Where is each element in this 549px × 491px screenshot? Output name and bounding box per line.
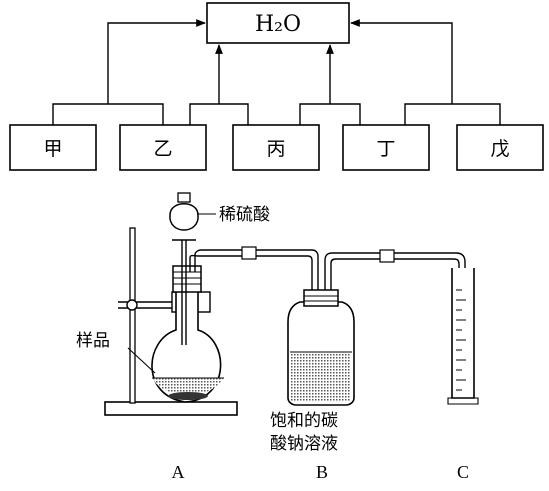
apparatus-a — [104, 192, 319, 416]
sample-solid — [168, 392, 208, 400]
node-wu-label: 戊 — [490, 138, 509, 160]
rubber-joint-2 — [379, 249, 395, 263]
node-jia-label: 甲 — [43, 138, 62, 160]
node-ding-label: 丁 — [376, 138, 395, 160]
clamp-knob — [126, 299, 138, 311]
apparatus-c — [447, 268, 479, 405]
connector-bing-ding — [299, 103, 361, 125]
connector-yi-bing — [189, 103, 249, 125]
node-ding-box — [342, 124, 430, 171]
connector-ding-wu — [404, 103, 501, 125]
node-bing-box — [232, 124, 320, 171]
relation-diagram: H₂O 甲 乙 丙 丁 戊 — [9, 2, 544, 171]
stand-base — [104, 401, 238, 416]
funnel-stem — [181, 240, 187, 345]
sample-label: 样品 — [76, 331, 110, 351]
node-wu-box — [456, 124, 544, 171]
tube-b-to-c-inner — [330, 258, 460, 320]
bottle-stopper — [303, 289, 339, 307]
node-jia-box — [9, 124, 97, 171]
bottle-stopper-lines — [304, 295, 338, 302]
label-c: C — [457, 462, 469, 482]
round-bottom-flask — [151, 289, 222, 403]
flask-liquid — [153, 378, 223, 395]
funnel-label: 稀硫酸 — [219, 205, 270, 225]
stand-rod — [129, 227, 136, 404]
bottle-liquid — [291, 352, 351, 402]
label-a: A — [172, 462, 185, 482]
node-bing-label: 丙 — [266, 138, 285, 160]
sample-label-pointer — [127, 347, 156, 374]
bottle-label-line2: 酸钠溶液 — [270, 434, 338, 454]
apparatus-b — [287, 249, 466, 406]
measuring-cylinder — [451, 268, 475, 399]
arrow-jia-yi-to-h2o — [107, 19, 206, 104]
node-yi-label: 乙 — [153, 138, 172, 160]
cylinder-base — [447, 397, 479, 405]
h2o-node-box — [206, 2, 350, 44]
rubber-joint-1 — [241, 246, 257, 260]
bottle-label-line1: 饱和的碳 — [270, 411, 338, 431]
stopper-lines — [173, 271, 201, 285]
label-b: B — [316, 462, 328, 482]
h2o-node-label: H₂O — [255, 12, 301, 37]
funnel-cap — [177, 192, 191, 203]
separatory-funnel — [169, 203, 199, 231]
connector-jia-yi — [52, 103, 164, 125]
cylinder-graduations — [456, 289, 466, 391]
arrow-ding-wu-to-h2o — [350, 19, 453, 104]
flask-stopper — [172, 265, 202, 293]
